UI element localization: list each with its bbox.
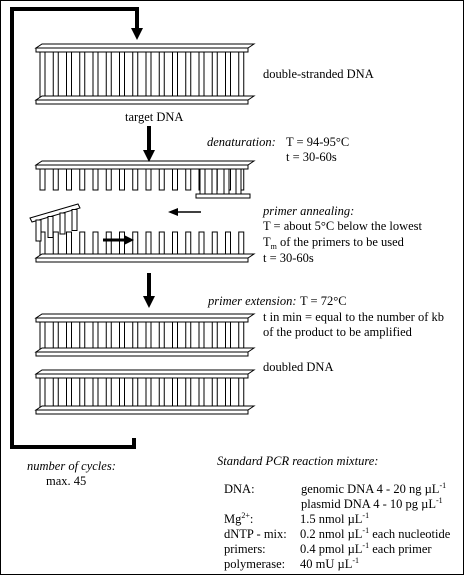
annealing-time: t = 30-60s (263, 251, 314, 265)
double-stranded-dna (34, 43, 256, 105)
extension-time-line-1: t in min = equal to the number of kb (263, 310, 444, 324)
mixture-row-name: dNTP - mix: (224, 527, 287, 541)
extension-title: primer extension: (208, 294, 297, 308)
annealing-temperature: T = about 5°C below the lowest (263, 219, 423, 233)
denaturation-temperature: T = 94-95°C (286, 135, 350, 149)
denatured-upper-strand (34, 160, 256, 191)
denatured-lower-strand (34, 231, 256, 263)
extension-temperature: T = 72°C (300, 294, 347, 308)
doubled-dna-2 (34, 369, 256, 415)
bound-primer-upper (195, 168, 251, 199)
flow-arrow-1 (143, 126, 155, 162)
mixture-row-value: 1.5 nmol µL-1 (300, 511, 370, 527)
mixture-row-value: genomic DNA 4 - 20 ng µL-1 (301, 481, 447, 497)
doubled-dna-label: doubled DNA (263, 360, 334, 374)
annealing-title: primer annealing: (263, 204, 355, 218)
target-dna-label: target DNA (125, 110, 184, 124)
doubled-dna-1 (34, 313, 256, 357)
primer-right-arrow (103, 235, 134, 245)
mixture-row-name: DNA: (224, 482, 255, 496)
mixture-row-name: primers: (224, 542, 266, 556)
mixture-row-name: Mg2+: (224, 511, 254, 527)
denaturation-time: t = 30-60s (286, 150, 337, 164)
annealing-tm-line: Tm of the primers to be used (263, 235, 404, 251)
extension-time-line-2: of the product to be amplified (263, 325, 412, 339)
denaturation-title: denaturation: (207, 135, 276, 149)
cycle-loop-arrow (10, 7, 143, 449)
mixture-row-value: 0.2 nmol µL-1 each nucleotide (300, 526, 451, 542)
mixture-row-value: 0.4 pmol µL-1 each primer (300, 541, 432, 557)
mixture-title: Standard PCR reaction mixture: (217, 454, 379, 468)
mixture-row-value: 40 mU µL-1 (300, 556, 360, 572)
double-stranded-label: double-stranded DNA (263, 67, 374, 81)
cycles-value: max. 45 (46, 474, 87, 488)
cycles-title: number of cycles: (27, 459, 116, 473)
mixture-row-value: plasmid DNA 4 - 10 pg µL-1 (301, 496, 443, 512)
annealing-primer (29, 203, 81, 242)
mixture-row-name: polymerase: (224, 557, 286, 571)
flow-arrow-2 (143, 273, 155, 308)
primer-left-arrow (168, 208, 201, 216)
